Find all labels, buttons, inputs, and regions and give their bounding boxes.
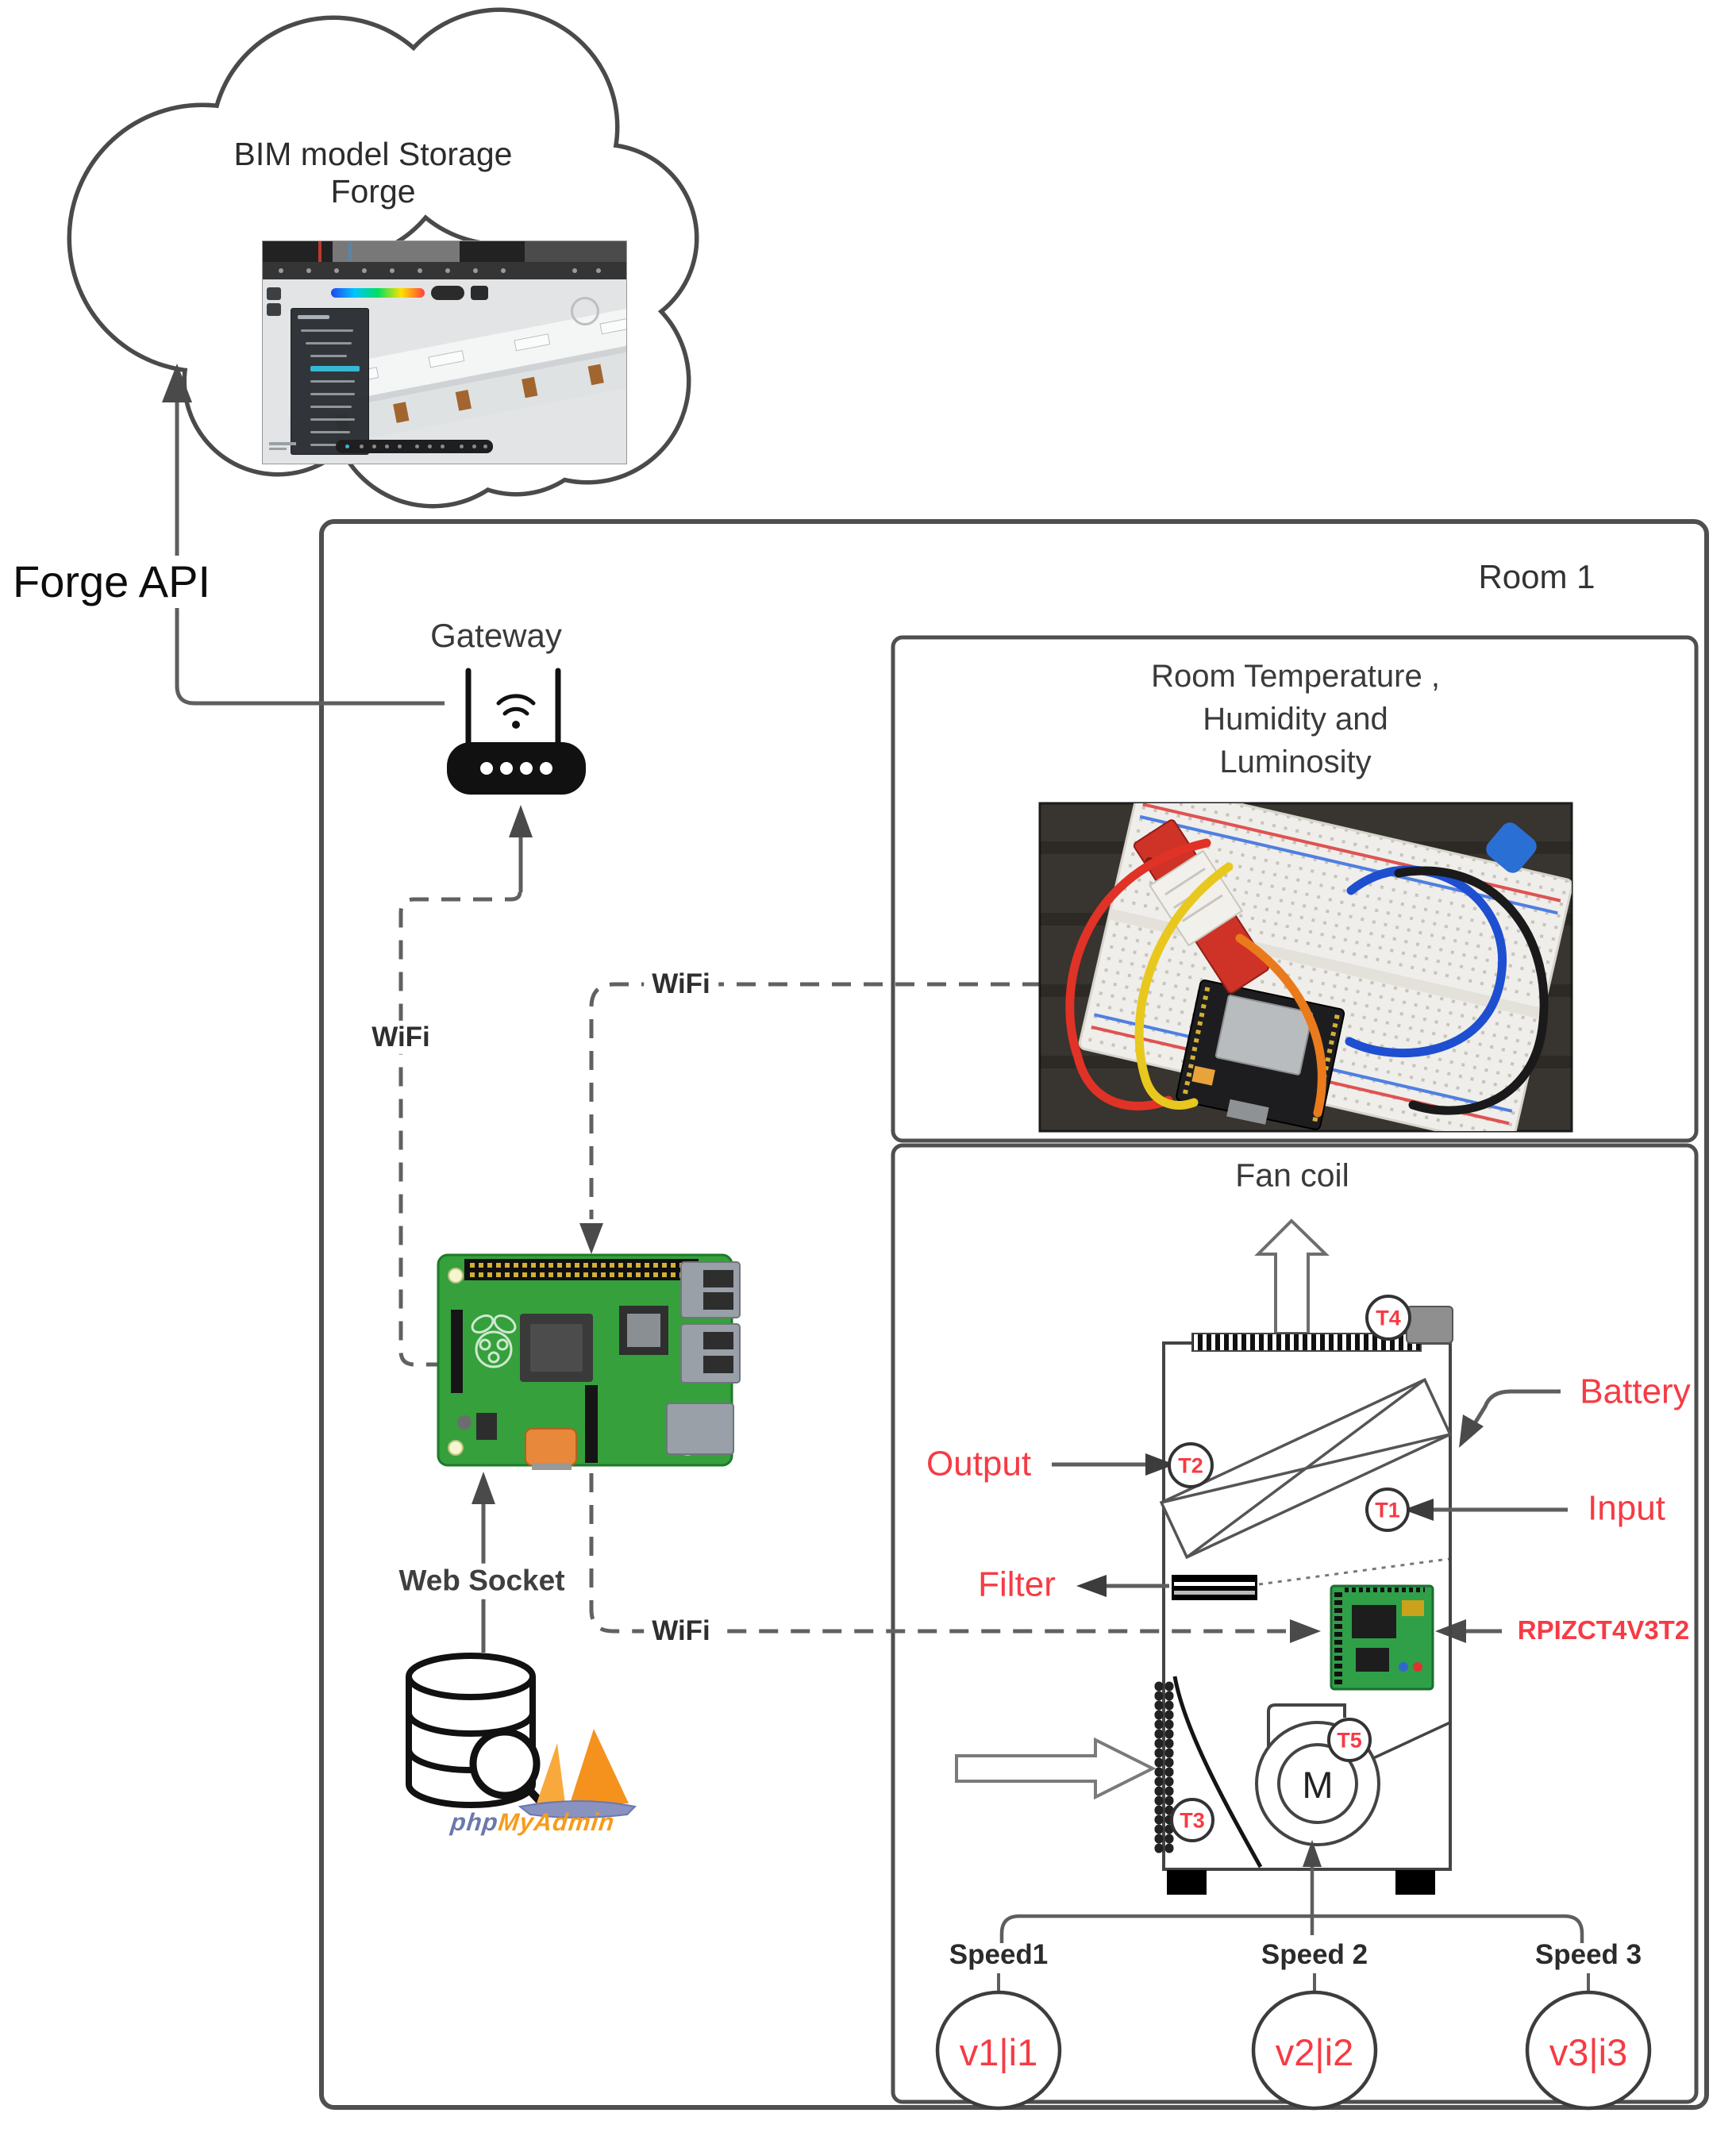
- fan-coil-schematic: [935, 1218, 1652, 2111]
- speed3-circle: [1525, 1990, 1652, 2111]
- gateway-arrow: [509, 805, 533, 892]
- cloud-title-line1: BIM model Storage: [233, 135, 513, 172]
- input-arrow: [1403, 1499, 1568, 1521]
- t2-circle: [1168, 1442, 1214, 1488]
- wifi-gateway-label: WiFi: [364, 1020, 438, 1055]
- side-tool-icon: [267, 303, 281, 316]
- t1-circle: [1365, 1488, 1410, 1532]
- air-inlet-arrow: [955, 1737, 1157, 1800]
- t5-circle: [1327, 1718, 1372, 1762]
- speed3-label: Speed 3: [1534, 1938, 1642, 1970]
- red-tick-icon: [318, 241, 321, 262]
- t1-label: T1: [1375, 1498, 1400, 1522]
- speed1-label: Speed1: [949, 1938, 1049, 1970]
- raspberry-logo-icon: [471, 1314, 517, 1368]
- blue-tick-icon: [348, 241, 352, 262]
- side-tool-icon: [267, 287, 281, 300]
- t5-label: T5: [1337, 1728, 1362, 1753]
- wifi-gateway-link-line: [398, 891, 522, 1367]
- wifi-board-arrowhead: [1290, 1619, 1321, 1643]
- viewer-bottom-toolbar: [336, 440, 493, 453]
- filter-arrow: [1076, 1575, 1169, 1597]
- forge-api-label: Forge API: [5, 556, 219, 609]
- board-label: RPIZCT4V3T2: [1517, 1615, 1690, 1645]
- t3-label: T3: [1180, 1808, 1205, 1833]
- speed2-label: Speed 2: [1261, 1938, 1368, 1970]
- viewer-button-small: [471, 286, 488, 300]
- viewer-toolbar: [263, 262, 626, 279]
- wifi-sensor-link-line: [589, 982, 1041, 1219]
- forge-viewer-screenshot: [262, 241, 627, 464]
- viewer-button: [431, 286, 464, 300]
- wifi-board-link-line: [589, 1473, 1286, 1634]
- viewcube-icon: [571, 297, 599, 325]
- filter-label: Filter: [978, 1564, 1056, 1604]
- output-label: Output: [926, 1444, 1032, 1484]
- model-browser-panel: [291, 308, 369, 455]
- speed1-circle: [935, 1990, 1062, 2111]
- legend-gradient: [331, 288, 425, 298]
- esp8266-board: [1176, 979, 1345, 1130]
- speed3-value: v3|i3: [1549, 2030, 1628, 2073]
- motor-label: M: [1302, 1763, 1334, 1806]
- board-label-arrow: [1435, 1619, 1502, 1643]
- sensor-box: [891, 635, 1699, 1143]
- input-label: Input: [1588, 1488, 1665, 1528]
- t2-label: T2: [1178, 1453, 1203, 1478]
- battery-label: Battery: [1580, 1372, 1691, 1411]
- t4-circle: [1365, 1295, 1411, 1341]
- sensor-box-title: Room Temperature , Humidity and Luminosi…: [1151, 659, 1440, 779]
- t4-label: T4: [1376, 1306, 1401, 1330]
- database-icon: [406, 1653, 553, 1815]
- top-cap: [1406, 1306, 1453, 1344]
- battery-pointer: [1459, 1389, 1561, 1448]
- router-icon: [447, 668, 586, 795]
- phpmyadmin-label: phpMyAdmin: [449, 1808, 617, 1836]
- gateway-label: Gateway: [430, 616, 562, 654]
- filter-bar: [1172, 1575, 1257, 1600]
- phpmyadmin-sails-icon: [518, 1729, 637, 1818]
- cloud-title: BIM model Storage Forge: [234, 136, 513, 210]
- sensor-breadboard-photo: [1038, 802, 1573, 1133]
- speed1-value: v1|i1: [959, 2030, 1038, 2073]
- battery-coil: [1159, 1377, 1453, 1560]
- raspberry-pi-image: [437, 1253, 741, 1470]
- websocket-label: Web Socket: [391, 1563, 573, 1599]
- forge-api-arrow: [162, 364, 445, 706]
- viewer-logo: [269, 442, 296, 445]
- wifi-sensor-arrowhead: [579, 1223, 603, 1254]
- speed-bracket: [999, 1914, 1584, 1943]
- deflector-curve: [1172, 1676, 1263, 1869]
- rpizct-board: [1330, 1584, 1434, 1691]
- speed2-value: v2|i2: [1275, 2030, 1354, 2073]
- wifi-sensor-label: WiFi: [644, 967, 718, 1002]
- speed2-circle: [1251, 1990, 1378, 2111]
- fan-power-arrow: [1303, 1840, 1322, 1935]
- coil-strip: [1154, 1681, 1174, 1859]
- viewer-topbar: [263, 241, 626, 262]
- websocket-arrow: [472, 1472, 495, 1653]
- cloud-title-line2: Forge: [330, 173, 416, 210]
- output-arrow: [1052, 1453, 1175, 1476]
- fan-coil-title: Fan coil: [1235, 1157, 1349, 1194]
- t3-circle: [1170, 1798, 1214, 1842]
- room1-label: Room 1: [1478, 557, 1596, 595]
- airflow-up-arrow: [1254, 1218, 1330, 1335]
- wifi-board-label: WiFi: [644, 1614, 718, 1649]
